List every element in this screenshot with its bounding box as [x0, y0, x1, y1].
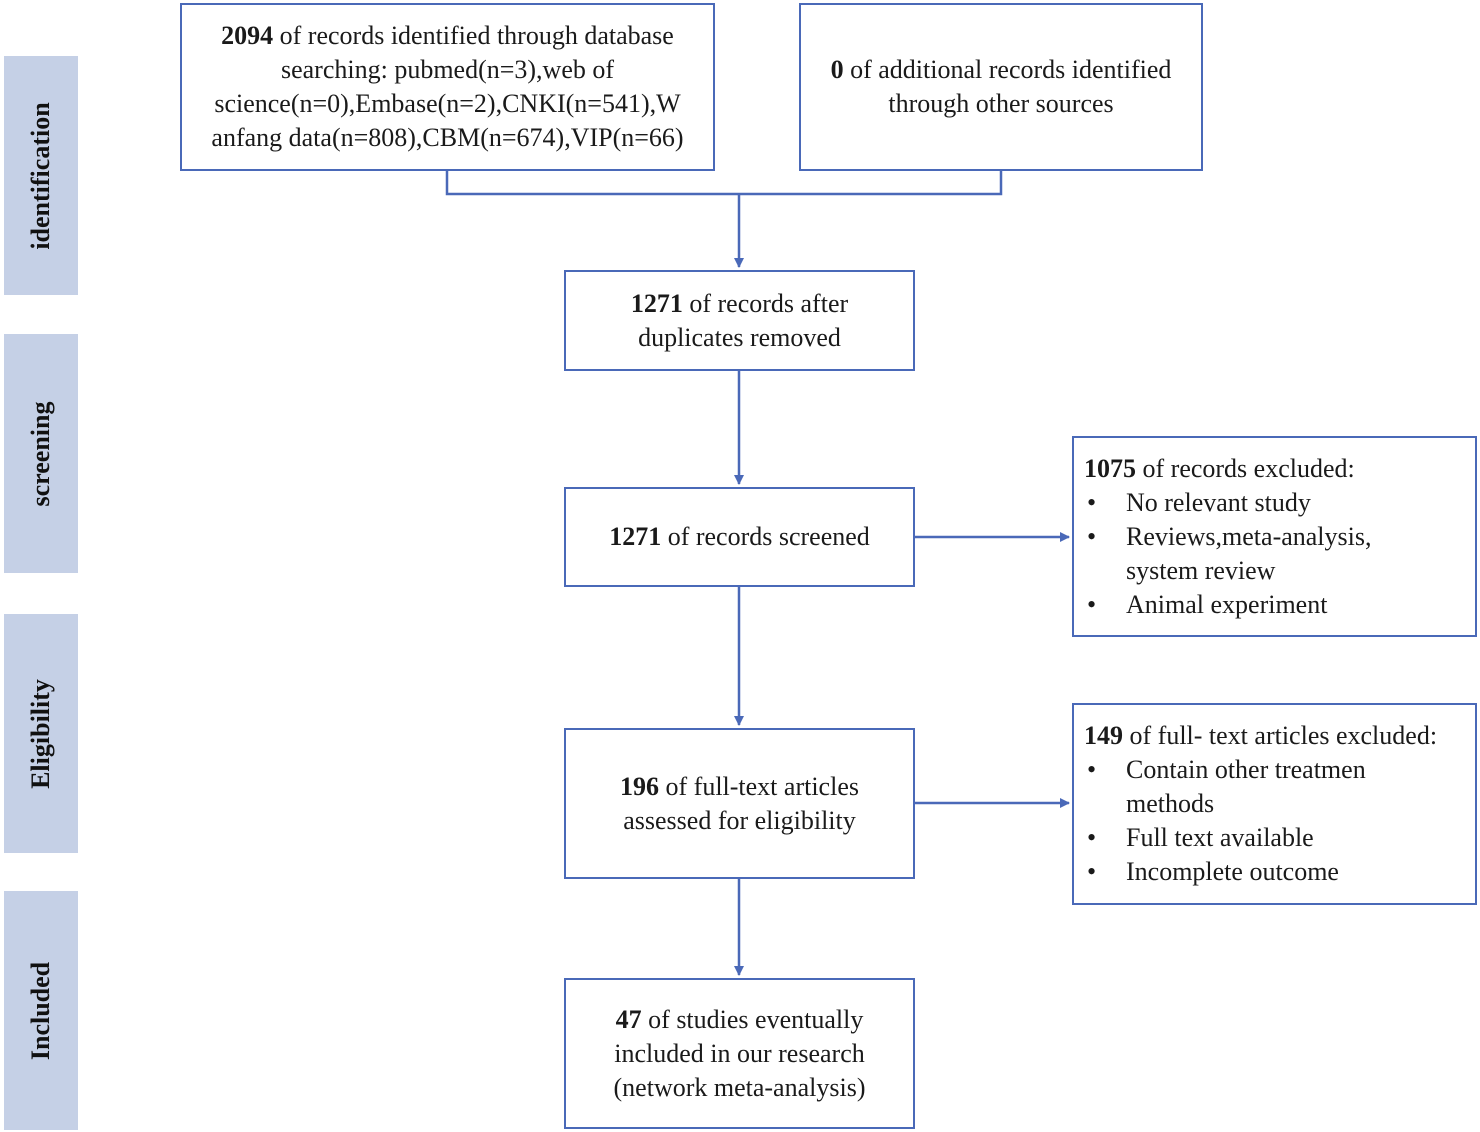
box-line: assessed for eligibility: [623, 805, 856, 835]
list-item: Incomplete outcome: [1084, 855, 1475, 889]
box-line: included in our research: [614, 1038, 865, 1068]
box-line: 196 of full-text articles: [620, 771, 859, 801]
list-item: Contain other treatmen methods: [1084, 753, 1401, 821]
record-count: 2094: [221, 21, 274, 50]
box-duplicates-removed: 1271 of records after duplicates removed: [564, 270, 915, 371]
record-count: 196: [620, 771, 659, 801]
box-records-excluded: 1075 of records excluded: No relevant st…: [1072, 436, 1477, 637]
record-count: 149: [1084, 721, 1123, 750]
box-fulltext-assessed: 196 of full-text articles assessed for e…: [564, 728, 915, 879]
box-line: anfang data(n=808),CBM(n=674),VIP(n=66): [211, 123, 684, 152]
box-studies-included: 47 of studies eventually included in our…: [564, 978, 915, 1129]
box-database-records: 2094 of records identified through datab…: [180, 3, 715, 171]
list-item: No relevant study: [1084, 486, 1475, 520]
record-count: 1271: [609, 522, 662, 551]
stage-screening: screening: [4, 334, 78, 573]
exclusion-reasons: No relevant study Reviews,meta-analysis,…: [1084, 486, 1475, 622]
exclusion-heading: 1075 of records excluded:: [1084, 454, 1355, 483]
box-other-sources: 0 of additional records identified throu…: [799, 3, 1203, 171]
exclusion-heading: 149 of full- text articles excluded:: [1084, 721, 1438, 750]
box-line: (network meta-analysis): [613, 1072, 866, 1102]
merge-connector: [445, 170, 1003, 196]
record-count: 0: [830, 55, 844, 84]
box-line: duplicates removed: [638, 322, 841, 352]
box-line: through other sources: [888, 89, 1114, 118]
stage-included: Included: [4, 891, 78, 1130]
stage-identification: identification: [4, 56, 78, 295]
record-count: 47: [615, 1004, 642, 1034]
stage-eligibility: Eligibility: [4, 614, 78, 853]
box-records-screened: 1271 of records screened: [564, 487, 915, 587]
box-line: searching: pubmed(n=3),web of: [280, 55, 615, 84]
record-count: 1271: [630, 288, 683, 318]
box-fulltext-excluded: 149 of full- text articles excluded: Con…: [1072, 703, 1477, 905]
list-item: Animal experiment: [1084, 588, 1475, 622]
box-line: 1271 of records after: [630, 288, 849, 318]
box-line: 0 of additional records identified: [830, 55, 1172, 84]
box-line: 2094 of records identified through datab…: [221, 21, 674, 50]
list-item: Reviews,meta-analysis, system review: [1084, 520, 1401, 588]
box-line: 1271 of records screened: [609, 522, 870, 551]
record-count: 1075: [1084, 454, 1136, 483]
box-line: 47 of studies eventually: [615, 1004, 864, 1034]
exclusion-reasons: Contain other treatmen methods Full text…: [1084, 753, 1475, 889]
box-line: science(n=0),Embase(n=2),CNKI(n=541),W: [214, 89, 681, 118]
list-item: Full text available: [1084, 821, 1475, 855]
